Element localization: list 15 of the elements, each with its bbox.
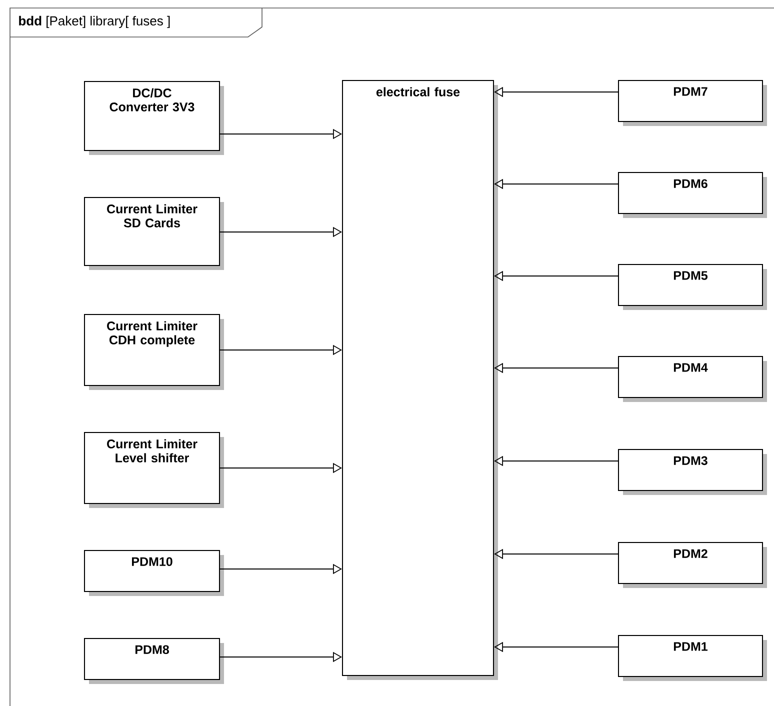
block-box: PDM1 <box>618 635 767 681</box>
block-box: electrical fuse <box>342 80 498 680</box>
block-box: PDM3 <box>618 449 767 495</box>
block-box: PDM2 <box>618 542 767 588</box>
block-box: Current Limiter CDH complete <box>84 314 224 390</box>
block-box: Current Limiter SD Cards <box>84 197 224 270</box>
block-box: PDM8 <box>84 638 224 684</box>
block-box: PDM7 <box>618 80 767 126</box>
block-box: PDM5 <box>618 264 767 310</box>
block-box: DC/DC Converter 3V3 <box>84 81 224 155</box>
frame-title: bdd [Paket] library[ fuses ] <box>19 16 170 28</box>
block-box: Current Limiter Level shifter <box>84 432 224 508</box>
block-box: PDM4 <box>618 356 767 402</box>
block-box: PDM10 <box>84 550 224 596</box>
block-box: PDM6 <box>618 172 767 218</box>
